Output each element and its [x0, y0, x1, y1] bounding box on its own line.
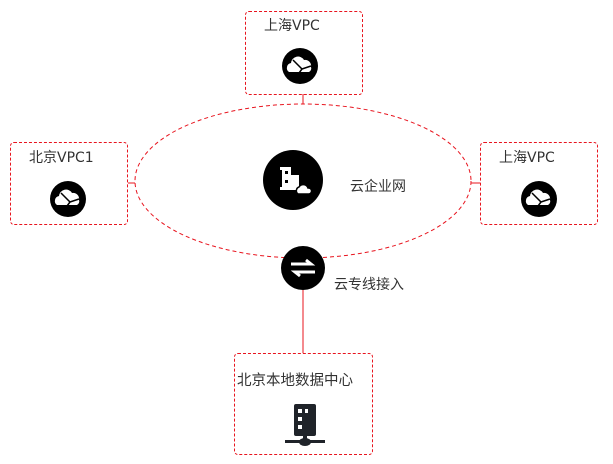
shanghai-vpc-top-label: 上海VPC: [264, 18, 320, 34]
cloud-vpc-icon: [521, 181, 557, 217]
ccn-label: 云企业网: [350, 179, 406, 195]
building-cloud-icon: [263, 150, 323, 210]
dc-connect-label: 云专线接入: [334, 277, 404, 293]
shanghai-vpc-right-label: 上海VPC: [499, 150, 555, 166]
beijing-vpc1-label: 北京VPC1: [29, 150, 94, 166]
beijing-idc-label: 北京本地数据中心: [237, 373, 353, 389]
beijing-idc-box[interactable]: [234, 353, 373, 455]
server-network-icon: [285, 404, 325, 446]
shanghai-vpc-right-box[interactable]: [480, 142, 598, 225]
beijing-vpc1-box[interactable]: [10, 142, 128, 225]
exchange-arrows-icon[interactable]: [281, 246, 325, 290]
cloud-vpc-icon: [50, 181, 86, 217]
cloud-vpc-icon: [282, 48, 318, 84]
shanghai-vpc-top-box[interactable]: [245, 11, 363, 95]
